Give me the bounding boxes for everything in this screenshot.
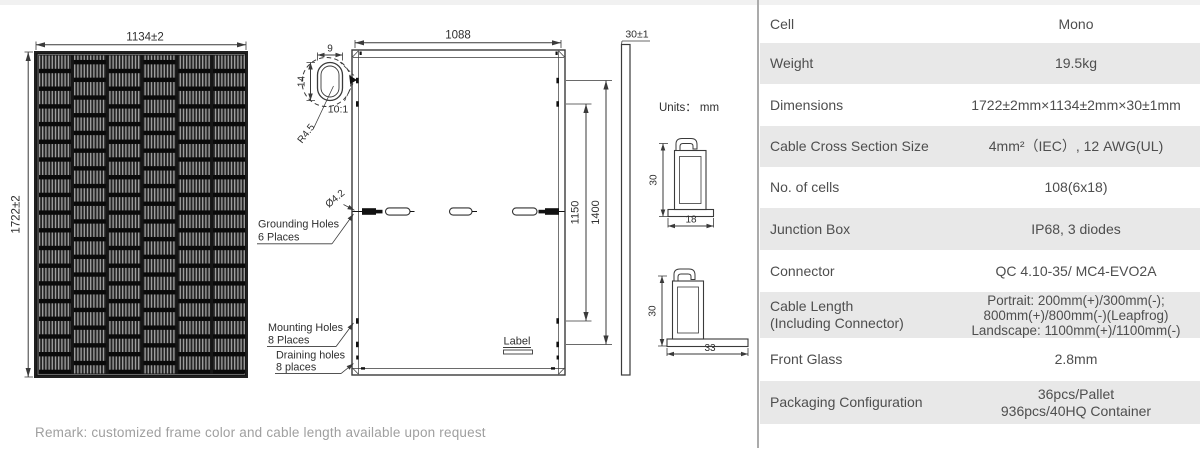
grounding-callout-line1: Grounding Holes xyxy=(258,219,340,231)
remark-note: Remark: customized frame color and cable… xyxy=(35,425,486,440)
table-row: Packaging Configuration 36pcs/Pallet 936… xyxy=(760,381,1200,424)
technical-drawing-svg: 1134±2 1722±2 xyxy=(11,29,749,378)
spec-value: 36pcs/Pallet 936pcs/40HQ Container xyxy=(1000,385,1152,419)
table-row: No. of cells 108(6x18) xyxy=(760,167,1200,208)
front-view-drawing: 1134±2 1722±2 xyxy=(11,32,248,378)
grounding-hole-dia-dim: Ø4.2 xyxy=(324,188,348,211)
spec-value: 108(6x18) xyxy=(1044,179,1108,196)
table-row: Dimensions 1722±2mm×1134±2mm×30±1mm xyxy=(760,84,1200,126)
label-marker: Label xyxy=(503,336,533,355)
table-row: Front Glass 2.8mm xyxy=(760,338,1200,381)
spec-label: Packaging Configuration xyxy=(770,394,923,411)
mount-span-outer-dim: 1400 xyxy=(590,200,602,224)
spec-value: Mono xyxy=(1058,15,1094,32)
spec-label: Junction Box xyxy=(770,220,851,237)
table-row: Weight 19.5kg xyxy=(760,43,1200,84)
detail-scale-label: 10:1 xyxy=(328,104,349,116)
specifications-table: Cell Mono Weight 19.5kg Dimensions 1722±… xyxy=(760,5,1200,424)
section-top-hook xyxy=(675,138,698,151)
table-row: Cable Cross Section Size 4mm²（IEC）, 12 A… xyxy=(760,126,1200,167)
detail-pointer-arrow xyxy=(349,75,357,84)
detail-slot-inner xyxy=(320,65,340,98)
grounding-hole-slots xyxy=(352,207,565,216)
side-view-drawing: 30±1 xyxy=(620,29,650,376)
mounting-hole-detail-view: 9 14 R4.5 10:1 xyxy=(296,44,357,146)
spec-label: Dimensions xyxy=(770,96,844,113)
spec-label: Weight xyxy=(770,55,814,72)
spec-value: Portrait: 200mm(+)/300mm(-); 800mm(+)/80… xyxy=(971,292,1181,338)
spec-value: 2.8mm xyxy=(1054,351,1098,368)
spec-label: Cell xyxy=(770,15,795,32)
page-top-strip xyxy=(0,0,1200,5)
spec-label: No. of cells xyxy=(770,179,840,196)
section-bottom-height-dim: 30 xyxy=(648,305,659,317)
grounding-callout-line2: 6 Places xyxy=(258,232,300,244)
mounting-callout-line2: 8 Places xyxy=(268,335,310,347)
section-bottom-hook xyxy=(673,268,696,282)
detail-height-dim: 14 xyxy=(297,76,308,88)
section-top-height-dim: 30 xyxy=(649,174,660,186)
table-row: Cell Mono xyxy=(760,5,1200,43)
detail-slot-outer xyxy=(316,61,344,102)
draining-callout-line1: Draining holes xyxy=(276,350,346,362)
spec-value: QC 4.10-35/ MC4-EVO2A xyxy=(995,262,1157,279)
spec-label: Front Glass xyxy=(770,351,843,368)
frame-section-bottom: 30 33 xyxy=(648,268,749,357)
units-note: Units： mm xyxy=(659,102,719,114)
mounting-callout-line1: Mounting Holes xyxy=(268,322,344,334)
front-height-dim: 1722±2 xyxy=(11,195,23,233)
front-width-dim: 1134±2 xyxy=(126,32,163,44)
spec-value: 4mm²（IEC）, 12 AWG(UL) xyxy=(988,138,1164,155)
spec-label: Connector xyxy=(770,262,835,279)
table-row: Connector QC 4.10-35/ MC4-EVO2A xyxy=(760,250,1200,292)
mounting-hole-marks xyxy=(356,51,559,370)
spec-label: Cable Length (Including Connector) xyxy=(770,298,904,331)
rear-width-dim: 1088 xyxy=(445,30,471,42)
mounting-holes-callout: Mounting Holes 8 Places xyxy=(267,322,354,348)
panel-side-outline xyxy=(620,43,631,376)
table-separator-line xyxy=(757,0,759,448)
draining-callout-line2: 8 places xyxy=(276,362,317,374)
mount-span-inner-dim: 1150 xyxy=(570,201,582,225)
section-bottom-width-dim: 33 xyxy=(704,343,716,354)
label-marker-text: Label xyxy=(504,336,531,348)
grounding-holes-callout: Grounding Holes 6 Places xyxy=(257,213,354,245)
draining-holes-callout: Draining holes 8 places xyxy=(275,350,354,375)
frame-section-top: 30 18 xyxy=(649,138,715,229)
rear-view-drawing: Ø4.2 1088 1150 1400 Grounding Holes 6 Pl… xyxy=(257,30,612,376)
table-row: Junction Box IP68, 3 diodes xyxy=(760,208,1200,250)
table-row: Cable Length (Including Connector) Portr… xyxy=(760,292,1200,338)
detail-radius-dim: R4.5 xyxy=(296,122,318,146)
spec-value: IP68, 3 diodes xyxy=(1031,220,1121,237)
detail-width-dim: 9 xyxy=(327,44,333,55)
spec-label: Cable Cross Section Size xyxy=(770,138,929,155)
spec-value: 1722±2mm×1134±2mm×30±1mm xyxy=(971,96,1181,113)
panel-cell-columns xyxy=(39,55,245,374)
side-thickness-dim: 30±1 xyxy=(625,29,648,41)
section-top-width-dim: 18 xyxy=(685,215,697,226)
spec-value: 19.5kg xyxy=(1054,55,1098,72)
technical-drawing-area: 1134±2 1722±2 xyxy=(11,29,749,378)
